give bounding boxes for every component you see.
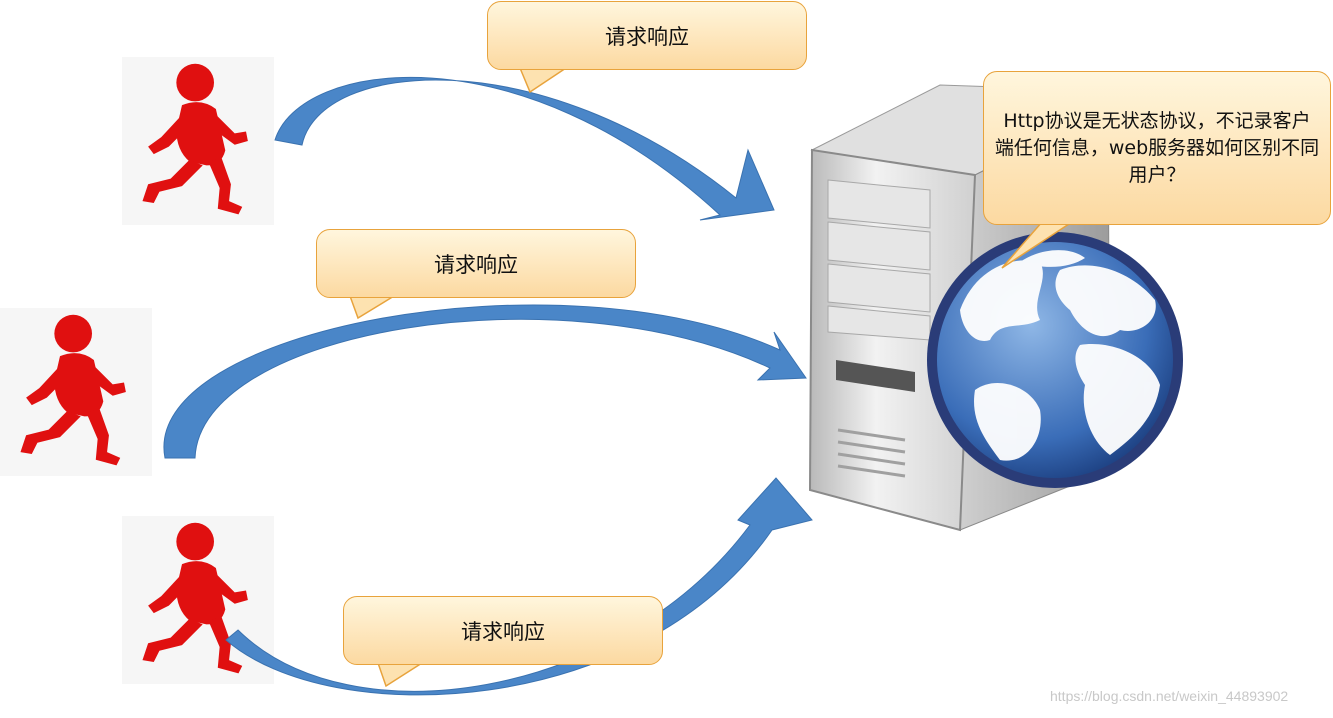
bubble-tail-middle — [348, 295, 397, 320]
client-top — [122, 57, 274, 225]
client-bottom — [122, 516, 274, 684]
client-middle — [0, 308, 152, 476]
arrow-middle — [163, 304, 807, 459]
server-note-bubble: Http协议是无状态协议，不记录客户端任何信息，web服务器如何区别不同用户？ — [983, 71, 1331, 225]
request-response-bubble-middle: 请求响应 — [316, 229, 636, 298]
watermark: https://blog.csdn.net/weixin_44893902 — [1050, 688, 1289, 704]
arrow-bottom — [225, 477, 813, 696]
bubble-tail-top — [518, 67, 569, 94]
globe-icon — [927, 232, 1183, 488]
bubble-tail-bottom — [376, 662, 425, 688]
request-response-bubble-top: 请求响应 — [487, 1, 807, 70]
request-response-bubble-bottom: 请求响应 — [343, 596, 663, 665]
arrow-top — [274, 76, 775, 221]
